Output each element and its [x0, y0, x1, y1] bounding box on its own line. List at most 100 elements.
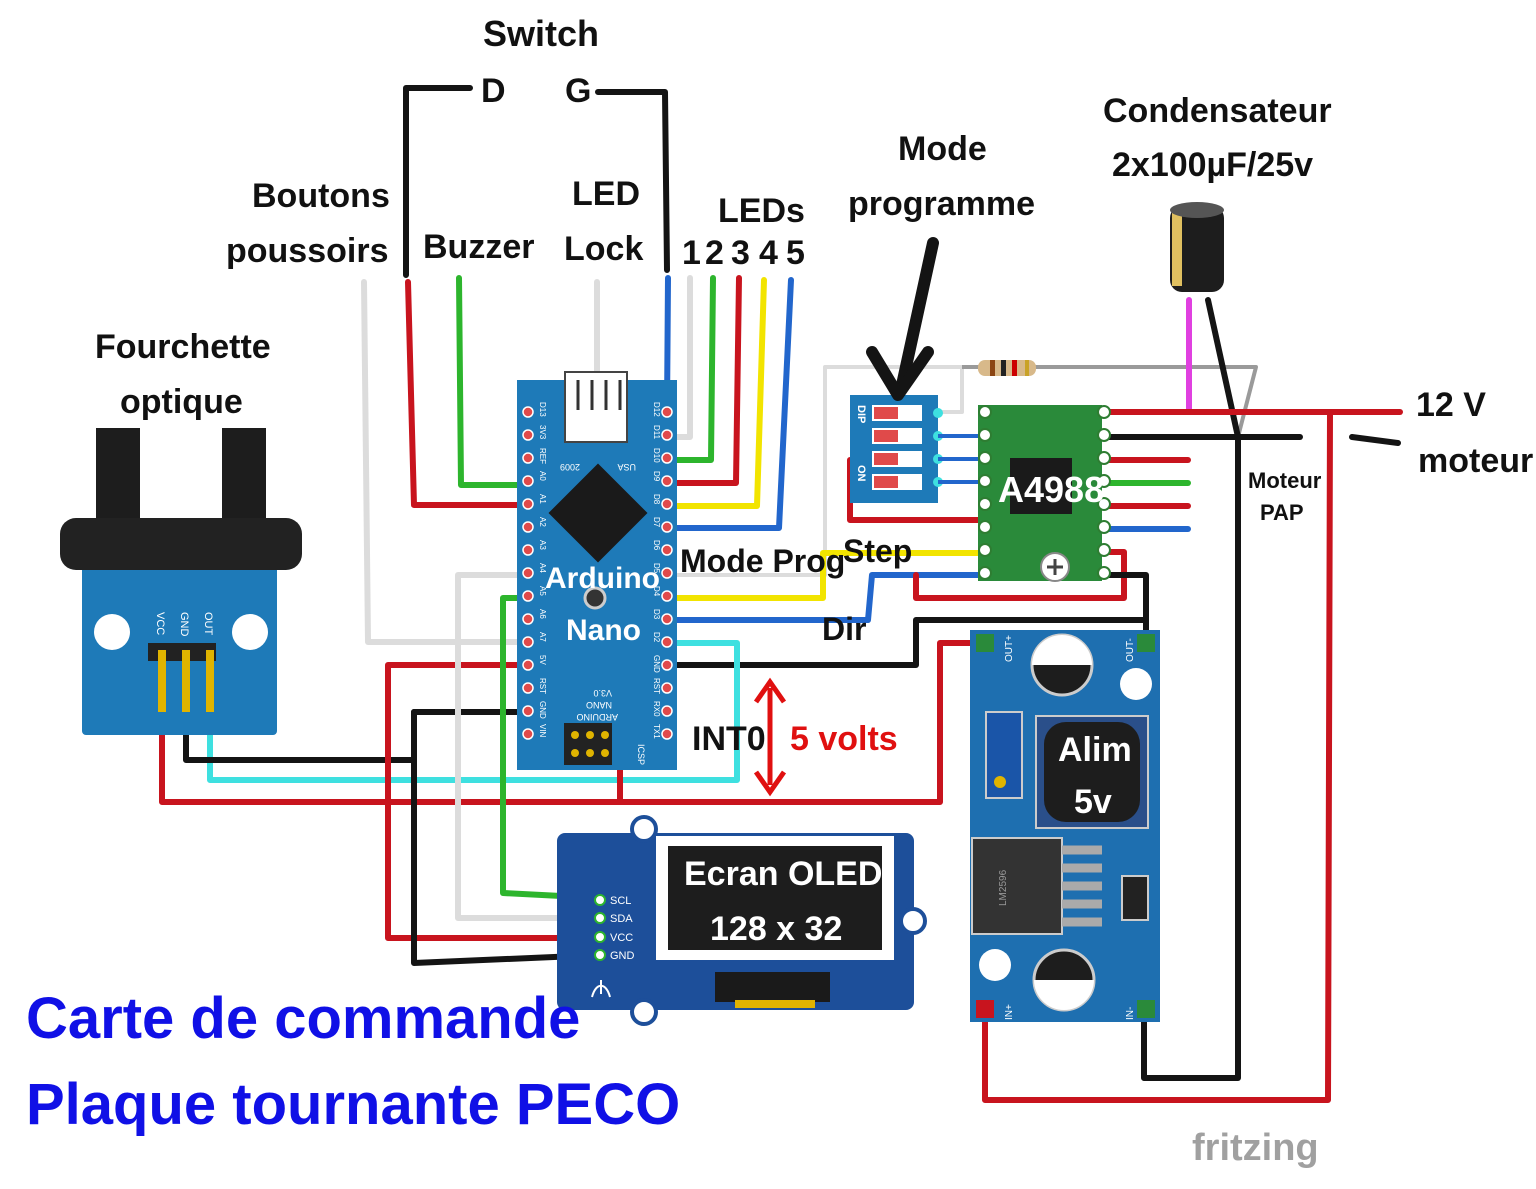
step-label: Step [843, 533, 912, 569]
icsp-pin [601, 731, 609, 739]
alim-label-1: Alim [1058, 731, 1132, 769]
a4988-pin [978, 428, 992, 442]
wire-mode-prog [667, 365, 964, 577]
sensor-leg-vcc [158, 650, 166, 712]
wire-oled-gnd [411, 709, 603, 966]
dip-to-a4988 [938, 434, 985, 484]
oled-pin-sda: SDA [610, 913, 633, 925]
oled-pin-dot [594, 931, 606, 943]
psu-out-plus: OUT+ [1004, 635, 1015, 662]
nano-text-name2: ARDUINO [576, 712, 618, 722]
psu-hole-top [1120, 668, 1152, 700]
dip-knob-4 [874, 407, 898, 419]
optical-fork-sensor: VCC GND OUT [60, 428, 302, 735]
nano-pin [522, 590, 534, 602]
sensor-fork-right [222, 428, 266, 528]
led-lock-label-2: Lock [564, 230, 643, 268]
sensor-fork-left [96, 428, 140, 528]
nano-pin [522, 452, 534, 464]
wire-oled-sda [455, 572, 603, 921]
a4988-pin [1097, 451, 1111, 465]
resistor [978, 360, 1036, 376]
nano-label: Nano [566, 614, 641, 647]
psu-pad-in-plus [976, 1000, 994, 1018]
boutons-label-2: poussoirs [226, 232, 388, 270]
nano-pin-label: D2 [652, 632, 661, 643]
labels: Switch D G Boutons poussoirs Buzzer LED … [26, 13, 1533, 1169]
oled-hole [630, 815, 658, 843]
oled-pin-gnd: GND [610, 950, 635, 962]
nano-pin [522, 682, 534, 694]
sensor-pin-gnd: GND [178, 612, 190, 637]
buzzer-label: Buzzer [423, 228, 534, 266]
wire-switch-d [403, 85, 473, 278]
led-number-4: 4 [759, 234, 778, 272]
psu-pad-out-plus [976, 634, 994, 652]
a4988-pin [978, 474, 992, 488]
a4988-pin [978, 520, 992, 534]
psu-diode [1121, 875, 1149, 921]
moteur-label: moteur [1418, 442, 1533, 480]
dip-num-4: 4 [905, 410, 917, 417]
psu-regulator [971, 837, 1063, 935]
led-number-1: 1 [682, 234, 701, 272]
a4988-pin [1097, 405, 1111, 419]
nano-pin-label: 5V [538, 655, 547, 665]
nano-pin-label: D11 [652, 425, 661, 440]
a4988-pin [1097, 428, 1111, 442]
oled-display: Ecran OLED 128 x 32 SCL SDA VCC GND [557, 815, 927, 1026]
nano-pin-label: D3 [652, 609, 661, 620]
nano-pin-label: A7 [538, 632, 547, 642]
fourchette-label-1: Fourchette [95, 328, 271, 366]
icsp-pin [601, 749, 609, 757]
nano-pin-label: A6 [538, 609, 547, 619]
nano-board [517, 380, 677, 770]
title-line-1: Carte de commande [26, 986, 580, 1051]
nano-usb [564, 371, 628, 443]
psu-regulator-legs [1062, 845, 1102, 927]
power-supply: Alim 5v LM2596 OUT+ OUT- IN+ IN- [970, 630, 1160, 1022]
oled-screen [668, 846, 882, 950]
wire-led3 [664, 275, 742, 486]
switch-d-label: D [481, 72, 506, 110]
wire-switch-g [595, 89, 670, 273]
sensor-hole-left [94, 614, 130, 650]
oled-connector-gold [735, 1000, 815, 1008]
leds-label: LEDs [718, 192, 805, 230]
moteur-pap-label-1: Moteur [1248, 468, 1322, 493]
nano-pin-label: D9 [652, 471, 661, 482]
nano-pin [522, 544, 534, 556]
nano-pin [661, 429, 673, 441]
nano-pin-label: A0 [538, 471, 547, 481]
sensor-pin-vcc: VCC [154, 612, 166, 635]
nano-text-ver: V3.0 [593, 688, 612, 698]
led-number-5: 5 [786, 234, 805, 272]
oled-pin-dot [594, 894, 606, 906]
a4988-pin [1097, 543, 1111, 557]
nano-text-usa: USA [617, 462, 636, 472]
icsp-pin [571, 731, 579, 739]
psu-inductor [1044, 722, 1140, 822]
nano-pin [661, 544, 673, 556]
oled-pin-dot [594, 912, 606, 924]
nano-text-2009: 2009 [560, 462, 580, 472]
nano-pin [661, 682, 673, 694]
sensor-leg-gnd [182, 650, 190, 712]
dip-pin [933, 408, 943, 418]
led-number-2: 2 [705, 234, 724, 272]
wire-led5 [664, 277, 794, 531]
nano-pin [522, 429, 534, 441]
nano-pin [661, 521, 673, 533]
nano-pin-label: A3 [538, 540, 547, 550]
condensateur-label-2: 2x100µF/25v [1112, 146, 1313, 184]
psu-in-plus: IN+ [1004, 1004, 1015, 1020]
psu-pad-in-minus [1137, 1000, 1155, 1018]
nano-pin [661, 728, 673, 740]
psu-in-minus: IN- [1125, 1007, 1136, 1020]
wire-switch-d-red [405, 279, 531, 508]
five-volt-arrow-down [753, 770, 787, 797]
fourchette-label-2: optique [120, 383, 243, 421]
wire-led4 [664, 277, 767, 509]
